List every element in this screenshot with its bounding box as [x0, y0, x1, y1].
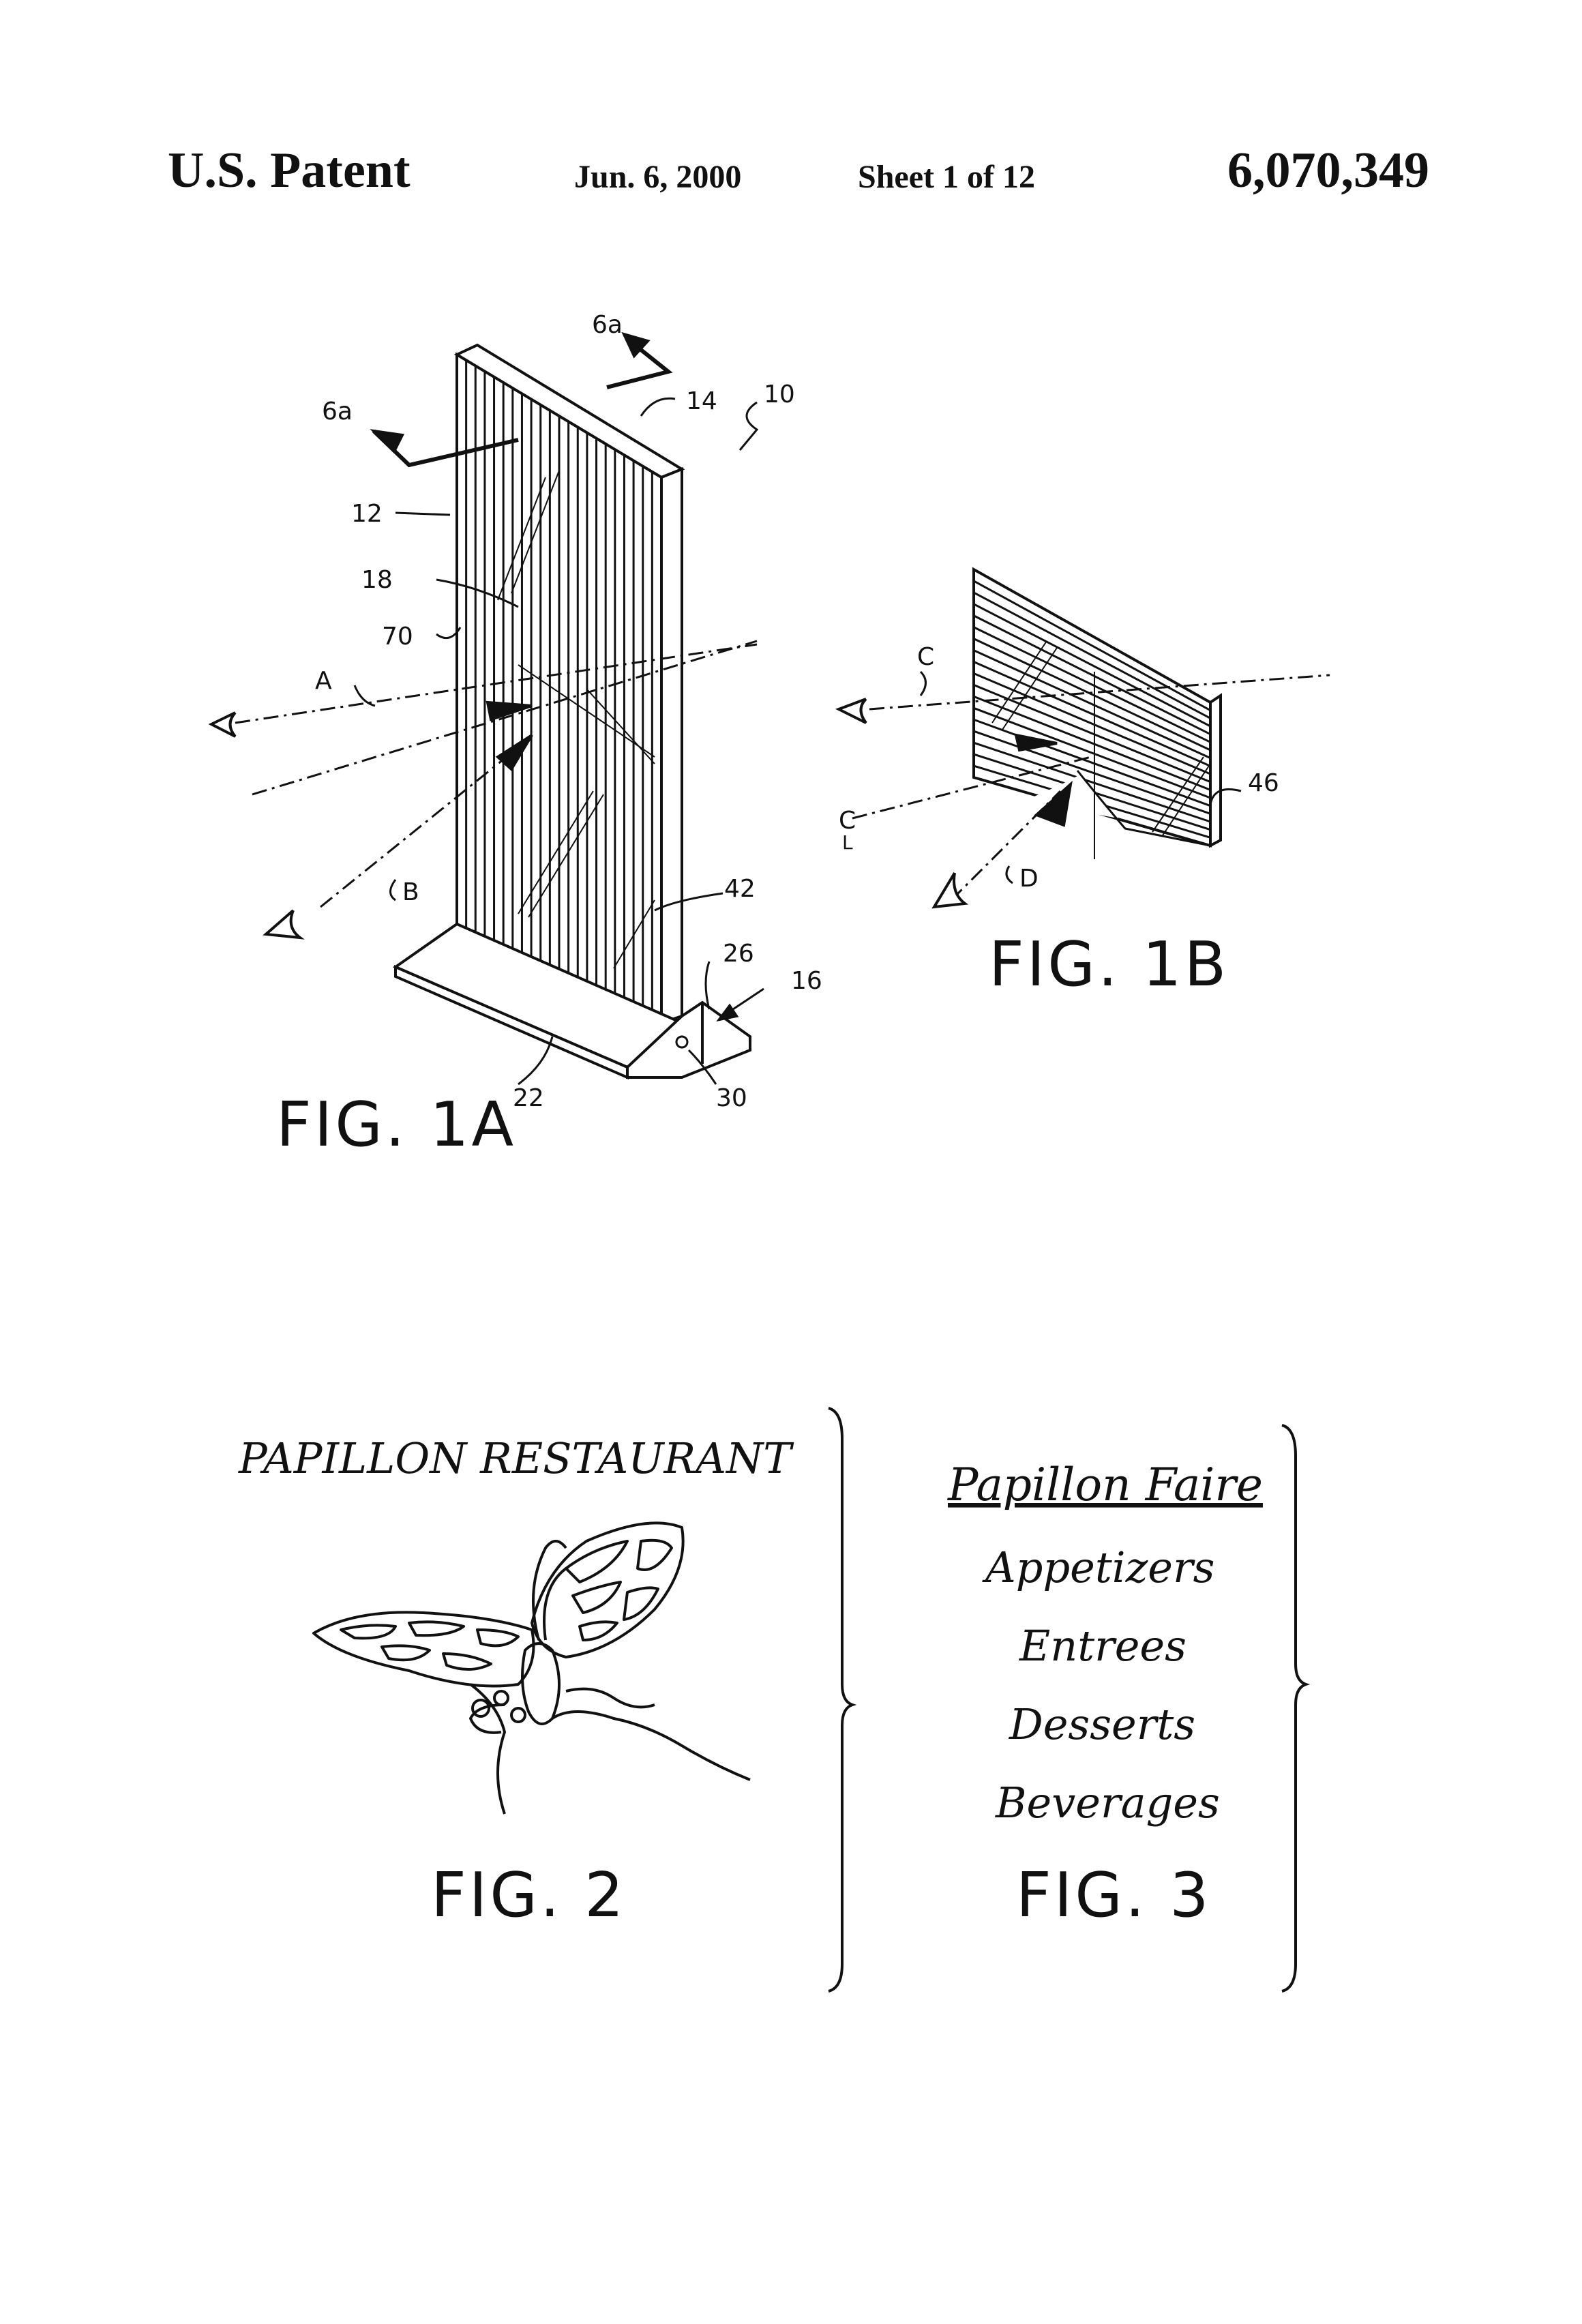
label-70: 70: [382, 623, 413, 651]
fig1b-drawing: [835, 567, 1330, 909]
fig3-item-2: Entrees: [1019, 1621, 1186, 1671]
label-6a-top: 6a: [592, 311, 623, 339]
label-c: C: [917, 643, 934, 671]
fig2-title: PAPILLON RESTAURANT: [238, 1433, 794, 1483]
header-date: Jun. 6, 2000: [574, 159, 742, 195]
label-30: 30: [716, 1084, 747, 1112]
label-6a-left: 6a: [322, 398, 353, 426]
label-b: B: [402, 878, 419, 906]
label-centerline-c: C: [839, 807, 856, 835]
fig3-item-4: Beverages: [995, 1778, 1220, 1828]
label-a: A: [315, 667, 332, 695]
fig3-item-0: Papillon Faire: [947, 1459, 1263, 1511]
fig1b-caption: FIG. 1B: [989, 929, 1229, 1000]
label-12: 12: [351, 500, 383, 528]
fig3-brace: [1281, 1424, 1311, 1993]
header-patent-number: 6,070,349: [1227, 143, 1429, 198]
label-d: D: [1019, 865, 1039, 893]
header-sheet: Sheet 1 of 12: [858, 159, 1035, 195]
fig1a-caption: FIG. 1A: [276, 1089, 516, 1161]
fig3-item-3: Desserts: [1009, 1699, 1195, 1749]
fig3-item-1: Appetizers: [982, 1543, 1214, 1592]
label-10: 10: [764, 381, 795, 408]
label-46: 46: [1248, 769, 1279, 797]
label-22: 22: [513, 1084, 544, 1112]
butterfly-drawing: [312, 1521, 751, 1815]
fig1a-drawing: [208, 331, 764, 1086]
label-26: 26: [723, 940, 754, 968]
fig2-brace: [828, 1407, 857, 1993]
fig3-caption: FIG. 3: [1016, 1860, 1212, 1931]
header-left: U.S. Patent: [168, 143, 411, 198]
label-42: 42: [724, 875, 756, 903]
label-14: 14: [686, 387, 717, 415]
fig2-caption: FIG. 2: [431, 1860, 627, 1931]
label-16: 16: [791, 967, 822, 995]
label-centerline-l: L: [842, 831, 853, 854]
label-18: 18: [361, 566, 393, 594]
